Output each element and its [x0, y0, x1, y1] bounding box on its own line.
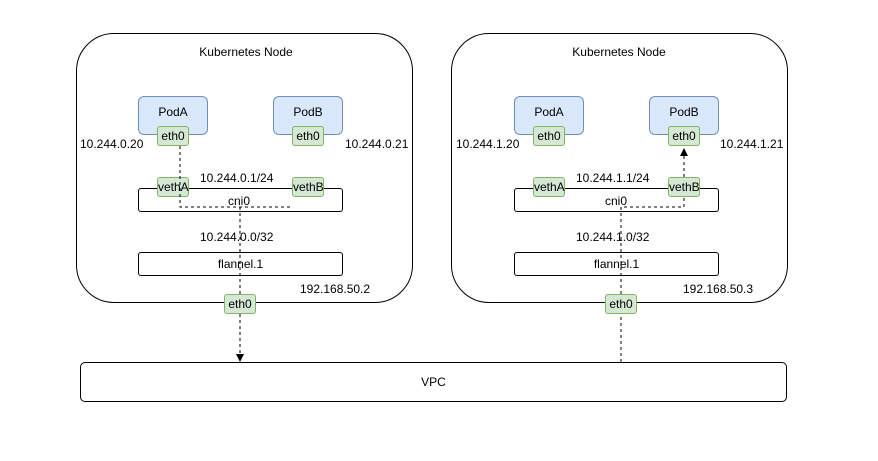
- node-2-veth-b: vethB: [668, 177, 700, 197]
- node-1-pod-a-ip: 10.244.0.20: [80, 137, 144, 151]
- node-2-pod-a-eth0: eth0: [533, 126, 565, 146]
- node-2-flannel-device: flannel.1: [514, 252, 719, 276]
- node-1-title: Kubernetes Node: [199, 45, 293, 59]
- node-1-flannel-ip: 10.244.0.0/32: [200, 230, 274, 244]
- node-2-eth0-to-bridge-path: [620, 197, 685, 294]
- node-1-cni0-label: cni0: [228, 194, 251, 208]
- vpc-network: VPC: [80, 362, 787, 402]
- node-2-node-eth0: eth0: [605, 294, 637, 314]
- node-2-bridge-ip: 10.244.1.1/24: [576, 171, 650, 185]
- node-2-veth-a: vethA: [533, 177, 565, 197]
- node-1-node-ip: 192.168.50.2: [300, 282, 371, 296]
- node-1-veth-b: vethB: [292, 177, 324, 197]
- node-2-pod-a-ip: 10.244.1.20: [456, 137, 520, 151]
- node-1-pod-b-eth0: eth0: [292, 126, 324, 146]
- node-1-pod-b-ip: 10.244.0.21: [345, 137, 409, 151]
- node-1-pod-a-to-veth-a-path: [179, 146, 292, 208]
- node-2-pod-b-ip: 10.244.1.21: [720, 137, 784, 151]
- node-1-node-eth0: eth0: [224, 294, 256, 314]
- node-2-cni0-label: cni0: [605, 194, 628, 208]
- node-2-pod-b-eth0: eth0: [668, 126, 700, 146]
- node-1-bridge-ip: 10.244.0.1/24: [200, 171, 274, 185]
- node-2-title: Kubernetes Node: [572, 45, 666, 59]
- node-1-pod-a-eth0: eth0: [157, 126, 189, 146]
- node-1-veth-a: vethA: [157, 177, 189, 197]
- node-2-flannel-ip: 10.244.1.0/32: [576, 230, 650, 244]
- node-2-node-ip: 192.168.50.3: [683, 282, 754, 296]
